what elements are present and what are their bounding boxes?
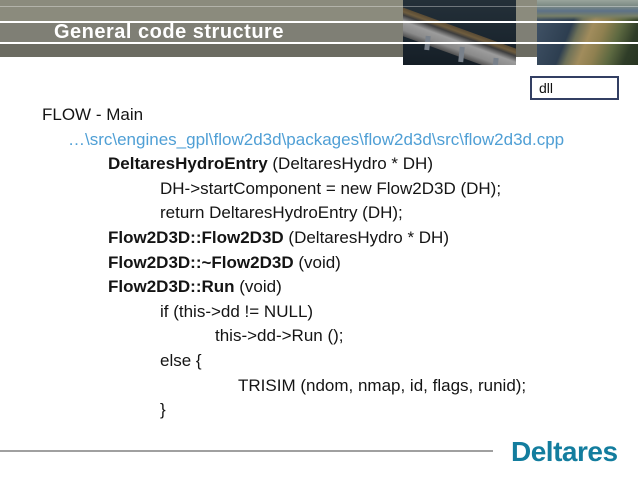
code-line-2: DeltaresHydroEntry (DeltaresHydro * DH) (108, 154, 433, 174)
slide-title: General code structure (54, 21, 284, 43)
bridge-photo (403, 0, 516, 65)
aerial-horizon-haze (537, 0, 638, 20)
code-line-12: } (160, 400, 166, 420)
code-line-0: FLOW - Main (42, 105, 144, 124)
footer-rule-line (0, 450, 493, 452)
bridge-pillar (458, 46, 465, 63)
code-line-3: DH->startComponent = new Flow2D3D (DH); (160, 178, 502, 198)
code-line-6: Flow2D3D::~Flow2D3D (void) (108, 252, 341, 272)
aerial-coast-photo (537, 0, 638, 65)
code-line-8: if (this->dd != NULL) (160, 301, 314, 321)
code-block: FLOW - Main …\src\engines_gpl\flow2d3d\pa… (0, 103, 638, 423)
dll-label-box: dll (530, 76, 619, 100)
deltares-logo: Deltares (511, 436, 618, 467)
header-divider-line-faint (0, 6, 638, 7)
header-divider-line-1 (0, 21, 638, 23)
dll-label: dll (539, 80, 554, 96)
code-line-11: TRISIM (ndom, nmap, id, flags, runid); (238, 375, 527, 395)
code-line-5: Flow2D3D::Flow2D3D (DeltaresHydro * DH) (108, 227, 449, 247)
header-divider-line-2 (0, 42, 638, 44)
code-line-10: else { (160, 350, 202, 370)
code-line-4: return DeltaresHydroEntry (DH); (160, 203, 403, 223)
code-line-7: Flow2D3D::Run (void) (108, 277, 282, 297)
bridge-pillar (492, 57, 499, 65)
code-line-1: …\src\engines_gpl\flow2d3d\packages\flow… (68, 129, 565, 149)
code-line-9: this->dd->Run (); (215, 326, 344, 346)
